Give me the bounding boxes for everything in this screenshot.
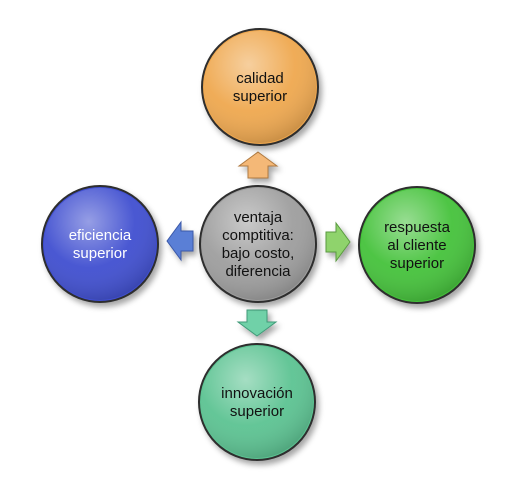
arrow-right-shape — [325, 221, 351, 263]
label-line: respuesta — [384, 219, 451, 236]
label-line: al cliente — [387, 237, 446, 254]
circle-gloss — [201, 346, 313, 458]
label-line: comptitiva: — [222, 227, 294, 244]
arrow-down — [236, 309, 278, 337]
label-line: eficiencia — [69, 227, 132, 244]
label-line: innovación — [221, 385, 293, 402]
label-line: superior — [230, 403, 284, 420]
circle-gloss — [204, 31, 316, 143]
label-line: superior — [390, 255, 444, 272]
arrow-left — [166, 220, 194, 262]
arrow-down-shape — [236, 309, 278, 337]
label-line: superior — [73, 245, 127, 262]
arrow-right — [325, 221, 351, 263]
circle-gloss — [44, 188, 156, 300]
arrow-up-shape — [237, 151, 279, 179]
circle-gloss — [361, 189, 473, 301]
label-line: superior — [233, 88, 287, 105]
label-line: bajo costo, — [222, 245, 295, 262]
label-line: ventaja — [234, 209, 283, 226]
arrow-up — [237, 151, 279, 179]
circle-gloss — [202, 188, 314, 300]
label-line: diferencia — [225, 263, 291, 280]
arrow-left-shape — [166, 220, 194, 262]
label-line: calidad — [236, 70, 284, 87]
